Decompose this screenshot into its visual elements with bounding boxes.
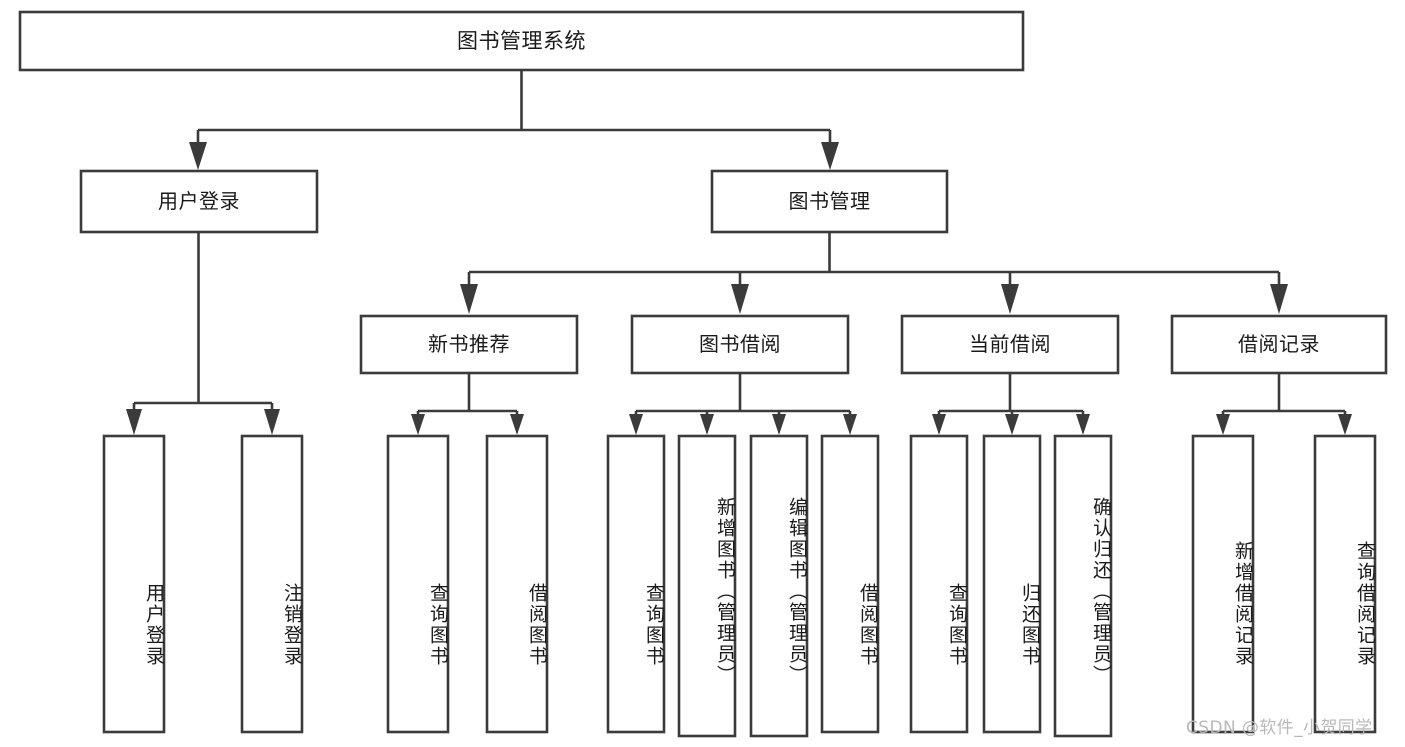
arrow-head-leaf-edit-book [772, 414, 786, 435]
node-root-box[interactable] [18, 10, 1025, 72]
arrow-head-leaf-return-book [1005, 414, 1019, 435]
leaf-box-edit-book[interactable] [749, 434, 809, 738]
node-new-book-rec-box[interactable] [359, 314, 579, 375]
leaf-box-user-login[interactable] [102, 434, 166, 734]
arrow-head-book-manage [821, 142, 839, 170]
arrow-head-leaf-query-book-2 [629, 414, 643, 435]
node-borrow-record-box[interactable] [1170, 314, 1388, 375]
csdn-watermark: CSDN @软件_小贺同学 [1186, 718, 1373, 738]
leaf-box-query-book-1[interactable] [386, 434, 450, 734]
arrow-head-leaf-query-book-3 [932, 414, 946, 435]
node-user-login-box[interactable] [79, 169, 319, 234]
leaf-box-add-book[interactable] [677, 434, 737, 738]
arrow-head-leaf-confirm-return [1076, 414, 1090, 435]
arrow-head-borrow-record [1270, 284, 1288, 314]
arrow-head-leaf-borrow-book-1 [510, 414, 524, 435]
arrow-head-user-login [189, 142, 207, 170]
node-current-borrow-box[interactable] [900, 314, 1120, 375]
arrow-head-leaf-add-record [1216, 414, 1230, 435]
node-book-borrow-box[interactable] [630, 314, 850, 375]
leaf-box-borrow-book-2[interactable] [820, 434, 880, 734]
arrow-head-leaf-query-book-1 [411, 414, 425, 435]
arrow-head-leaf-add-book [700, 414, 714, 435]
arrow-head-leaf-borrow-book-2 [843, 414, 857, 435]
leaf-box-borrow-book-1[interactable] [485, 434, 549, 734]
arrow-head-current-borrow [1001, 284, 1019, 314]
leaf-box-return-book[interactable] [982, 434, 1042, 734]
leaf-box-add-record[interactable] [1191, 434, 1255, 734]
leaf-box-user-logout[interactable] [240, 434, 304, 734]
leaf-box-confirm-return[interactable] [1053, 434, 1113, 738]
leaf-box-query-record[interactable] [1313, 434, 1377, 734]
leaf-box-query-book-2[interactable] [606, 434, 666, 734]
arrow-head-leaf-user-login [126, 409, 142, 435]
arrow-head-leaf-user-logout [264, 409, 280, 435]
leaf-box-query-book-3[interactable] [909, 434, 969, 734]
arrow-head-book-borrow [731, 284, 749, 314]
arrow-head-leaf-query-record [1338, 414, 1352, 435]
node-book-manage-box[interactable] [710, 169, 949, 234]
arrow-head-new-book-rec [460, 284, 478, 314]
